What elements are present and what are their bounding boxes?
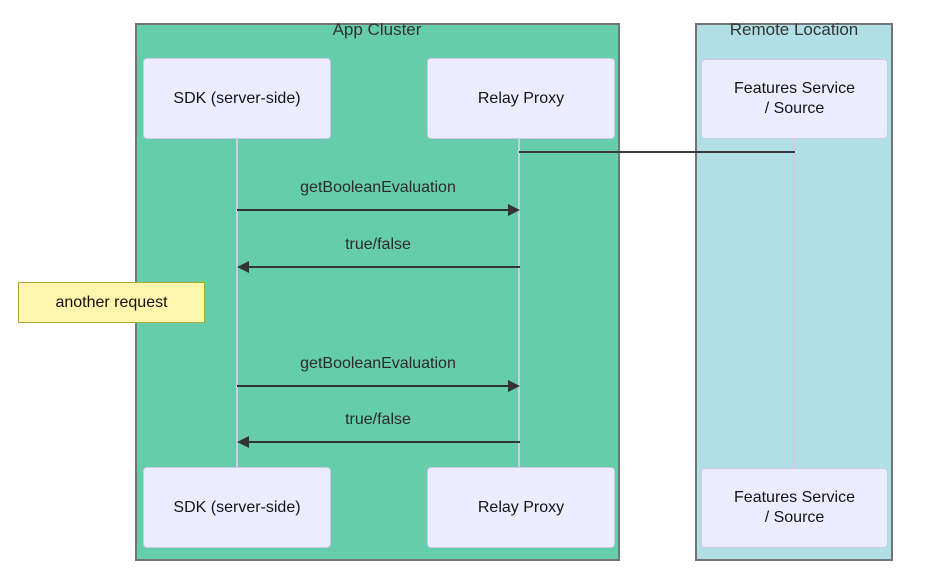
actor-features-bottom-label: Features Service / Source <box>734 488 855 528</box>
arrowhead-right-icon <box>508 380 520 392</box>
actor-relay-bottom-label: Relay Proxy <box>477 498 565 516</box>
features-label-line1: Features Service <box>734 80 855 97</box>
relay-to-features-connector-line <box>519 151 795 153</box>
message-label-true-false-1: true/false <box>345 236 411 253</box>
lifeline-relay <box>518 139 520 467</box>
note-another-request: another request <box>18 282 205 323</box>
remote-location-label: Remote Location <box>729 20 859 39</box>
features-label-line2: / Source <box>764 509 825 526</box>
arrowhead-left-icon <box>237 261 249 273</box>
message-label-get-boolean-evaluation-1: getBooleanEvaluation <box>300 179 456 196</box>
actor-features-top: Features Service / Source <box>701 59 888 139</box>
lifeline-sdk <box>236 139 238 467</box>
actor-sdk-bottom: SDK (server-side) <box>143 467 331 548</box>
message-line-4 <box>246 441 520 443</box>
message-line-3 <box>237 385 513 387</box>
actor-sdk-top-label: SDK (server-side) <box>173 89 301 107</box>
message-line-2 <box>246 266 520 268</box>
actor-features-bottom: Features Service / Source <box>701 468 888 548</box>
actor-sdk-top: SDK (server-side) <box>143 58 331 139</box>
lifeline-features <box>793 138 795 468</box>
arrowhead-right-icon <box>508 204 520 216</box>
actor-relay-top-label: Relay Proxy <box>477 89 565 107</box>
actor-relay-bottom: Relay Proxy <box>427 467 615 548</box>
actor-relay-top: Relay Proxy <box>427 58 615 139</box>
message-line-1 <box>237 209 513 211</box>
features-label-line1: Features Service <box>734 489 855 506</box>
app-cluster-label: App Cluster <box>332 20 422 39</box>
arrowhead-left-icon <box>237 436 249 448</box>
actor-features-top-label: Features Service / Source <box>734 79 855 119</box>
features-label-line2: / Source <box>764 100 825 117</box>
note-label: another request <box>55 293 168 311</box>
message-label-get-boolean-evaluation-2: getBooleanEvaluation <box>300 355 456 372</box>
message-label-true-false-2: true/false <box>345 411 411 428</box>
actor-sdk-bottom-label: SDK (server-side) <box>173 498 301 516</box>
